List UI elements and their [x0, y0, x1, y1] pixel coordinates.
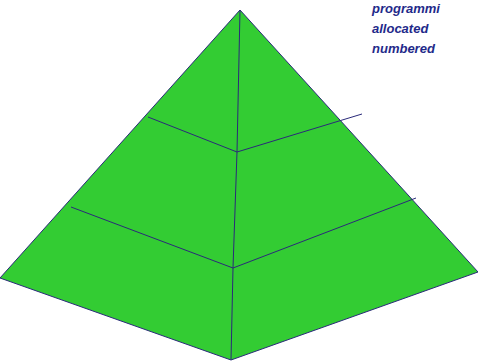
- note-text: programmi: [372, 1, 440, 17]
- tier-line: [237, 114, 362, 152]
- pyramid-ridge: [231, 10, 240, 360]
- pyramid-body: [0, 10, 478, 360]
- tier-line: [233, 198, 416, 268]
- note-text: numbered: [372, 41, 435, 57]
- tier-line: [71, 207, 233, 268]
- note-text: allocated: [372, 21, 428, 37]
- tier-line: [148, 117, 237, 152]
